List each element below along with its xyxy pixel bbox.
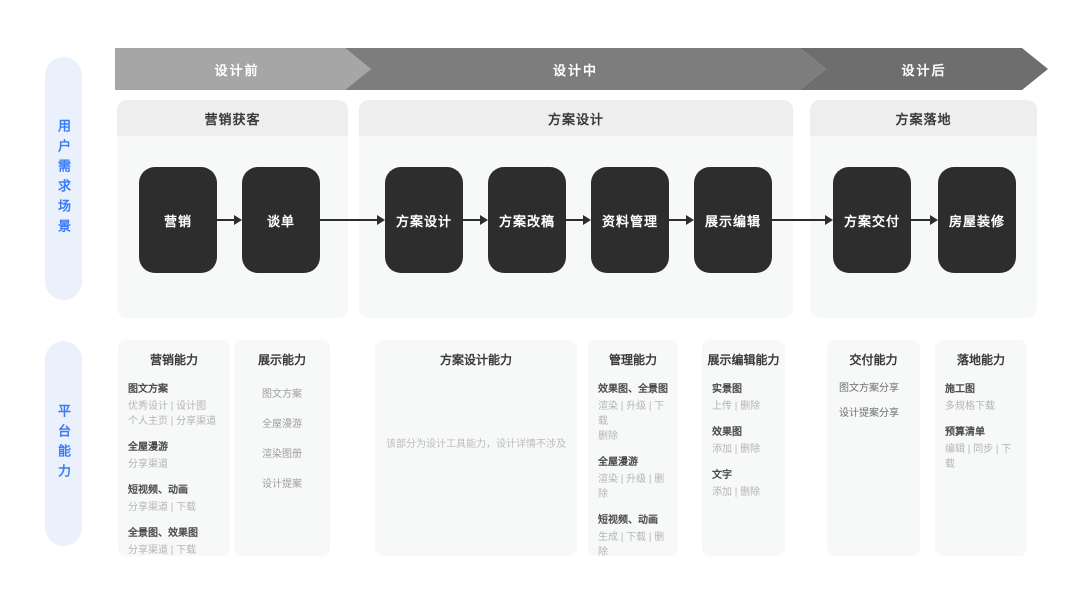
capability-group-name: 短视频、动画 [598,515,658,526]
capability-panel-title: 交付能力 [849,353,898,367]
step-box-scheme-revision: 方案改稿 [488,167,566,273]
phase-label: 设计中 [552,62,598,78]
capability-item: 生成 | 下载 | 删除 [598,532,665,558]
capability-group: 短视频、动画 生成 | 下载 | 删除 [598,513,668,560]
capability-group-name: 文字 [712,470,732,481]
capability-item: 渲染图册 [262,449,302,460]
capability-group: 预算清单 编辑 | 同步 | 下载 [945,425,1017,472]
capability-group-name: 全屋漫游 [598,457,638,468]
capability-item: 删除 [598,431,618,442]
flow-arrow [911,212,938,228]
scenario-panel-title: 方案设计 [359,100,793,136]
capability-item: 设计提案分享 [839,408,899,419]
capability-panel-presentation-editing: 展示编辑能力 实景图 上传 | 删除 效果图 添加 | 删除 文字 添加 | 删… [702,340,785,556]
capability-group-name: 图文方案 [128,384,168,395]
capability-item: 渲染 | 升级 | 删除 [598,474,665,500]
capability-group-name: 短视频、动画 [128,485,188,496]
capability-group: 效果图 添加 | 删除 [712,425,775,457]
phase-label: 设计后 [901,62,947,78]
capability-item: 设计提案 [262,479,302,490]
phase-arrow-pre-design: 设计前 [115,48,371,90]
capability-panel-landing: 落地能力 施工图 多规格下载 预算清单 编辑 | 同步 | 下载 [935,340,1027,556]
capability-group-name: 全屋漫游 [128,442,168,453]
capability-panel-title: 展示能力 [257,353,306,367]
phase-arrow-in-design: 设计中 [345,48,826,90]
flow-arrow [669,212,694,228]
step-box-scheme-design: 方案设计 [385,167,463,273]
capability-item: 全屋漫游 [262,419,302,430]
capability-group: 短视频、动画 分享渠道 | 下载 [128,483,220,515]
phase-arrow-post-design: 设计后 [800,48,1048,90]
capability-item: 上传 | 删除 [712,401,761,412]
capability-panel-title: 展示编辑能力 [707,353,780,367]
capability-panel-presentation: 展示能力 图文方案 全屋漫游 渲染图册 设计提案 [234,340,330,556]
capability-group: 图文方案 优秀设计 | 设计图 个人主页 | 分享渠道 [128,382,220,429]
capability-item: 编辑 | 同步 | 下载 [945,444,1012,470]
step-box-negotiation: 谈单 [242,167,320,273]
capability-group: 效果图、全景图 渲染 | 升级 | 下载 删除 [598,382,668,444]
scenario-panel-title: 营销获客 [117,100,348,136]
phase-label: 设计前 [214,62,260,78]
step-box-asset-management: 资料管理 [591,167,669,273]
capability-item: 图文方案分享 [839,383,899,394]
row-label-user-scenarios: 用户需求场景 [45,57,82,300]
step-box-presentation-editing: 展示编辑 [694,167,772,273]
capability-note: 该部分为设计工具能力，设计详情不涉及 [386,439,566,450]
step-box-house-renovation: 房屋装修 [938,167,1016,273]
capability-item: 分享渠道 | 下载 [128,502,197,513]
capability-group: 施工图 多规格下载 [945,382,1017,414]
capability-panel-marketing: 营销能力 图文方案 优秀设计 | 设计图 个人主页 | 分享渠道 全屋漫游 分享… [118,340,230,556]
capability-panel-management: 管理能力 效果图、全景图 渲染 | 升级 | 下载 删除 全屋漫游 渲染 | 升… [588,340,678,558]
capability-item: 多规格下载 [945,401,995,412]
capability-item: 分享渠道 | 下载 [128,545,197,556]
flow-arrow [566,212,591,228]
capability-item: 添加 | 删除 [712,487,761,498]
capability-group-name: 预算清单 [945,427,985,438]
capability-panel-title: 落地能力 [956,353,1005,367]
capability-item: 图文方案 [262,389,302,400]
capability-panel-title: 方案设计能力 [439,353,512,367]
scenario-panel-title: 方案落地 [810,100,1037,136]
capability-group: 全景图、效果图 分享渠道 | 下载 [128,526,220,558]
capability-group: 文字 添加 | 删除 [712,468,775,500]
step-box-marketing: 营销 [139,167,217,273]
capability-group-name: 实景图 [712,384,742,395]
flow-arrow [463,212,488,228]
capability-item: 分享渠道 [128,459,168,470]
flow-arrow [320,212,385,228]
capability-panel-scheme-design: 方案设计能力 该部分为设计工具能力，设计详情不涉及 [375,340,577,556]
capability-group: 实景图 上传 | 删除 [712,382,775,414]
capability-panel-title: 营销能力 [149,353,198,367]
capability-panel-delivery: 交付能力 图文方案分享 设计提案分享 [827,340,920,556]
capability-group-name: 效果图 [712,427,742,438]
capability-item: 优秀设计 | 设计图 [128,401,207,412]
capability-group: 全屋漫游 渲染 | 升级 | 删除 [598,455,668,502]
step-box-scheme-delivery: 方案交付 [833,167,911,273]
capability-group-name: 施工图 [945,384,975,395]
capability-group-name: 效果图、全景图 [598,384,668,395]
capability-item: 添加 | 删除 [712,444,761,455]
flow-arrow [217,212,242,228]
capability-item: 个人主页 | 分享渠道 [128,416,217,427]
capability-group: 全屋漫游 分享渠道 [128,440,220,472]
flow-arrow [772,212,833,228]
capability-group-name: 全景图、效果图 [128,528,198,539]
row-label-platform-capabilities: 平台能力 [45,341,82,546]
capability-panel-title: 管理能力 [608,353,657,367]
capability-item: 渲染 | 升级 | 下载 [598,401,665,427]
